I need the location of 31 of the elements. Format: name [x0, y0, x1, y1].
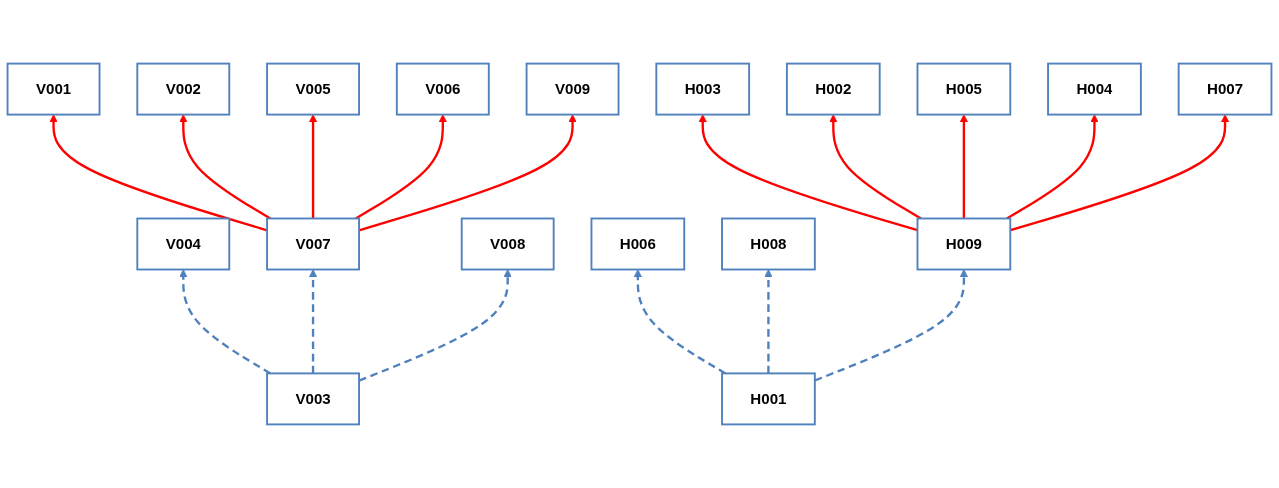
arrow: [698, 114, 918, 232]
arrow: [355, 114, 447, 220]
arrow: [49, 114, 268, 232]
node-box: V009: [525, 62, 620, 116]
node-box: H001: [721, 372, 816, 426]
arrow: [764, 269, 773, 374]
arrow: [959, 114, 969, 219]
arrow: [308, 269, 318, 374]
node-box: V005: [266, 62, 360, 116]
node-box: H003: [655, 62, 751, 116]
node-box: H005: [916, 62, 1012, 116]
node-box: V001: [6, 62, 101, 116]
arrow: [179, 114, 271, 220]
node-box: H004: [1047, 62, 1142, 116]
arrow: [633, 269, 727, 375]
arrow: [179, 269, 271, 375]
arrow: [308, 114, 318, 219]
node-box: H009: [916, 217, 1012, 271]
arrow: [829, 114, 922, 220]
node-box: V002: [136, 62, 231, 116]
node-box: H007: [1177, 62, 1273, 116]
node-box: H008: [721, 217, 816, 271]
arrow: [1006, 114, 1099, 220]
arrow: [814, 269, 969, 382]
node-box: V006: [395, 62, 490, 116]
node-box: V008: [460, 217, 555, 271]
node-box: H006: [590, 217, 686, 271]
node-box: V003: [266, 372, 360, 426]
node-box: V007: [266, 217, 360, 271]
node-box: V004: [136, 217, 231, 271]
node-box: H002: [785, 62, 881, 116]
